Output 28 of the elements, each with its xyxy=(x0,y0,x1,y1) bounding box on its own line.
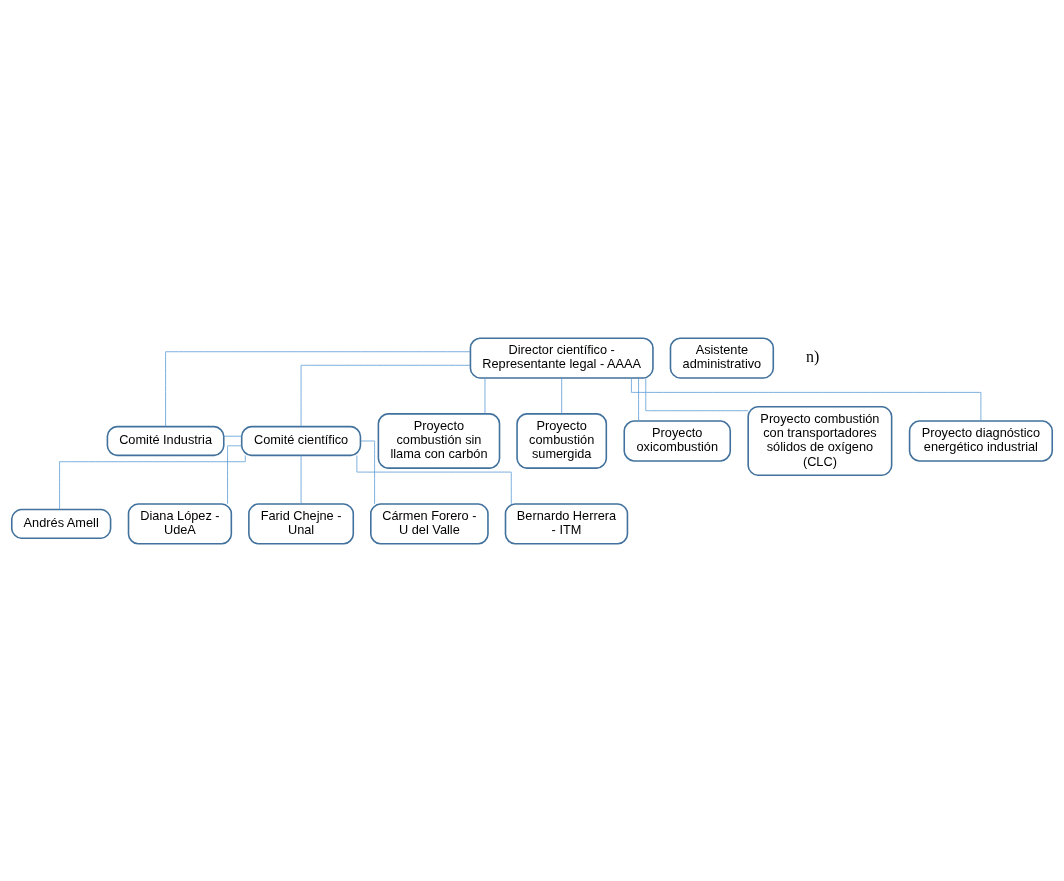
node-box: Proyecto combustión con transportadores sólidos de oxígeno (CLC) xyxy=(747,405,893,476)
connector xyxy=(165,350,471,427)
label: n) xyxy=(806,347,820,365)
node-box: Cármen Forero - U del Valle xyxy=(370,502,489,545)
node-box: Asistente administrativo xyxy=(669,336,775,379)
connector xyxy=(484,377,486,414)
connector xyxy=(561,377,563,414)
connector xyxy=(223,435,242,437)
connector xyxy=(59,454,246,510)
connector xyxy=(638,377,639,421)
connector xyxy=(300,454,302,504)
connector xyxy=(360,440,375,504)
connector xyxy=(645,377,749,411)
node-box: Diana López - UdeA xyxy=(127,502,233,545)
node-box: Comité científico xyxy=(240,425,362,456)
node-box: Comité Industria xyxy=(106,425,225,456)
node-box: Proyecto diagnóstico energético industrial xyxy=(908,419,1054,462)
node-box: Proyecto combustión sumergida xyxy=(516,412,608,469)
node-box: Proyecto oxicombustión xyxy=(623,419,732,462)
connector xyxy=(300,364,471,427)
node-box: Bernardo Herrera - ITM xyxy=(504,502,629,545)
node-box: Farid Chejne - Unal xyxy=(248,502,355,545)
connector xyxy=(631,377,982,421)
node-box: Proyecto combustión sin llama con carbón xyxy=(377,412,501,469)
connector xyxy=(356,454,512,504)
connector xyxy=(227,444,242,504)
node-box: Andrés Amell xyxy=(10,508,112,539)
node-box: Director científico - Representante legal - AAAA xyxy=(469,336,654,379)
